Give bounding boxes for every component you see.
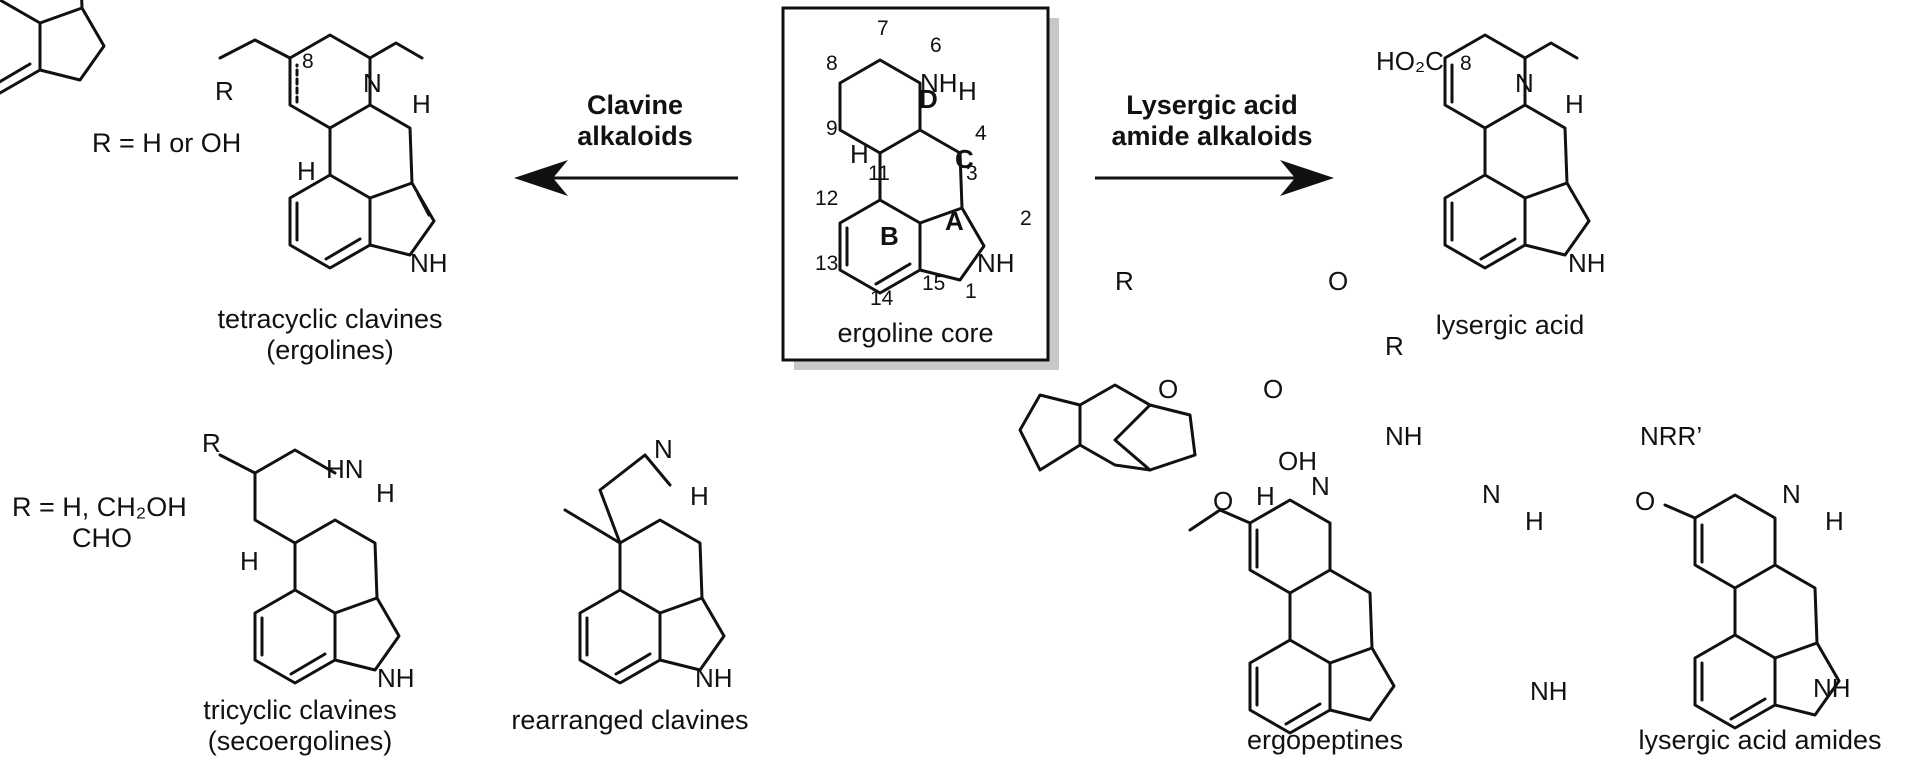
nh-atom-lys: NH bbox=[1568, 248, 1606, 278]
ergoline-skeleton bbox=[0, 0, 106, 95]
nh-atom-1: NH bbox=[410, 248, 448, 278]
ring-a-label: A bbox=[945, 206, 964, 236]
h-atom-2: H bbox=[297, 156, 316, 186]
lysergic-label-line-1: Lysergic acid bbox=[1126, 90, 1298, 120]
n-atom-lys: N bbox=[1515, 68, 1534, 98]
ergopeptines-caption: ergopeptines bbox=[1246, 725, 1404, 755]
clavine-alkaloids-label: Clavine alkaloids bbox=[540, 90, 730, 152]
ergoline-core-caption: ergoline core bbox=[837, 318, 994, 348]
pos-1: 1 bbox=[965, 280, 977, 303]
h-core-1: H bbox=[958, 76, 977, 106]
pos-2: 2 bbox=[1020, 207, 1032, 230]
ergoline-core-structure bbox=[838, 58, 986, 295]
tetracyclic-caption-line-2: (ergolines) bbox=[266, 335, 394, 365]
h-atom-ergo-2: H bbox=[1525, 506, 1544, 536]
tetracyclic-caption-line-1: tetracyclic clavines bbox=[217, 304, 443, 334]
position-8-label-1: 8 bbox=[302, 50, 314, 73]
h-atom-amide: H bbox=[1825, 506, 1844, 536]
tricyclic-clavine-structure bbox=[218, 448, 401, 685]
pos-15: 15 bbox=[922, 272, 945, 295]
hn-atom: HN bbox=[326, 454, 364, 484]
pos-14: 14 bbox=[870, 287, 894, 310]
ring-d-label: D bbox=[919, 84, 938, 114]
nh-atom-rea: NH bbox=[695, 663, 733, 693]
lysergic-acid-caption: lysergic acid bbox=[1435, 310, 1585, 340]
pos-6: 6 bbox=[930, 34, 942, 57]
nh-atom-ergo: NH bbox=[1385, 421, 1423, 451]
tricyclic-r-note: R = H, CH₂OH CHO bbox=[12, 492, 187, 554]
tetracyclic-caption: tetracyclic clavines (ergolines) bbox=[180, 304, 480, 366]
h-atom-ergo: H bbox=[1256, 481, 1275, 511]
lysergic-amides-caption: lysergic acid amides bbox=[1638, 725, 1882, 755]
h-atom-rea: H bbox=[690, 481, 709, 511]
r-atom-1: R bbox=[215, 76, 234, 106]
o-atom-ergo-4: O bbox=[1213, 486, 1233, 516]
pos-8: 8 bbox=[826, 52, 838, 75]
o-atom-ergo-1: O bbox=[1328, 266, 1348, 296]
lysergic-acid-structure bbox=[1443, 33, 1591, 270]
pos-13: 13 bbox=[815, 252, 838, 275]
n-atom-rea: N bbox=[654, 434, 673, 464]
h-core-2: H bbox=[850, 139, 869, 169]
lysergic-alkaloids-label: Lysergic acid amide alkaloids bbox=[1092, 90, 1332, 152]
pos-4: 4 bbox=[975, 122, 987, 145]
ring-b-label: B bbox=[880, 221, 899, 251]
n-atom-ergo-ring: N bbox=[1311, 471, 1330, 501]
tricyclic-r-note-line-2: CHO bbox=[72, 523, 132, 553]
clavine-label-line-2: alkaloids bbox=[577, 121, 693, 151]
n-atom-amide: N bbox=[1782, 479, 1801, 509]
o-atom-ergo-3: O bbox=[1263, 374, 1283, 404]
tetracyclic-clavine-structure bbox=[218, 33, 436, 270]
h-atom-lys: H bbox=[1565, 89, 1584, 119]
tricyclic-caption-line-2: (secoergolines) bbox=[207, 726, 393, 756]
o-atom-ergo-2: O bbox=[1158, 374, 1178, 404]
lysergic-label-line-2: amide alkaloids bbox=[1111, 121, 1313, 151]
r-atom-ergo: R bbox=[1115, 266, 1134, 296]
tetracyclic-r-note: R = H or OH bbox=[92, 128, 242, 158]
tricyclic-r-note-line-1: R = H, CH₂OH bbox=[12, 492, 187, 522]
h-atom-tri: H bbox=[376, 478, 395, 508]
ring-c-label: C bbox=[955, 144, 974, 174]
nrr-group: NRR’ bbox=[1640, 421, 1702, 451]
nh-core-2: NH bbox=[977, 248, 1015, 278]
rearranged-clavine-structure bbox=[563, 453, 726, 685]
ergopeptine-structure bbox=[1018, 383, 1396, 735]
tricyclic-caption-line-1: tricyclic clavines bbox=[203, 695, 397, 725]
lysergic-amide-structure bbox=[1663, 493, 1841, 730]
oh-atom-ergo: OH bbox=[1278, 446, 1317, 476]
o-atom-amide: O bbox=[1635, 486, 1655, 516]
nh-atom-amide: NH bbox=[1813, 673, 1851, 703]
pos-12: 12 bbox=[815, 187, 838, 210]
rearranged-caption: rearranged clavines bbox=[511, 705, 749, 735]
pos-11: 11 bbox=[868, 162, 890, 185]
r-atom-tri: R bbox=[202, 428, 221, 458]
position-8-label-2: 8 bbox=[1460, 52, 1472, 75]
clavine-label-line-1: Clavine bbox=[586, 90, 684, 120]
pos-7: 7 bbox=[877, 17, 889, 40]
h-atom-1: H bbox=[412, 89, 431, 119]
pos-3: 3 bbox=[966, 162, 978, 185]
h-atom-tri-2: H bbox=[240, 546, 259, 576]
r-atom-ergo-2: R bbox=[1385, 331, 1404, 361]
nh-atom-ergo-2: NH bbox=[1530, 676, 1568, 706]
n-atom-1: N bbox=[363, 68, 382, 98]
nh-atom-tri: NH bbox=[377, 663, 415, 693]
pos-9: 9 bbox=[826, 117, 838, 140]
n-atom-ergo: N bbox=[1482, 479, 1501, 509]
nh-core: NH bbox=[920, 68, 958, 98]
tricyclic-caption: tricyclic clavines (secoergolines) bbox=[170, 695, 430, 757]
ergoline-core-box bbox=[781, 6, 1059, 370]
ho2c-group: HO₂C bbox=[1376, 46, 1444, 76]
